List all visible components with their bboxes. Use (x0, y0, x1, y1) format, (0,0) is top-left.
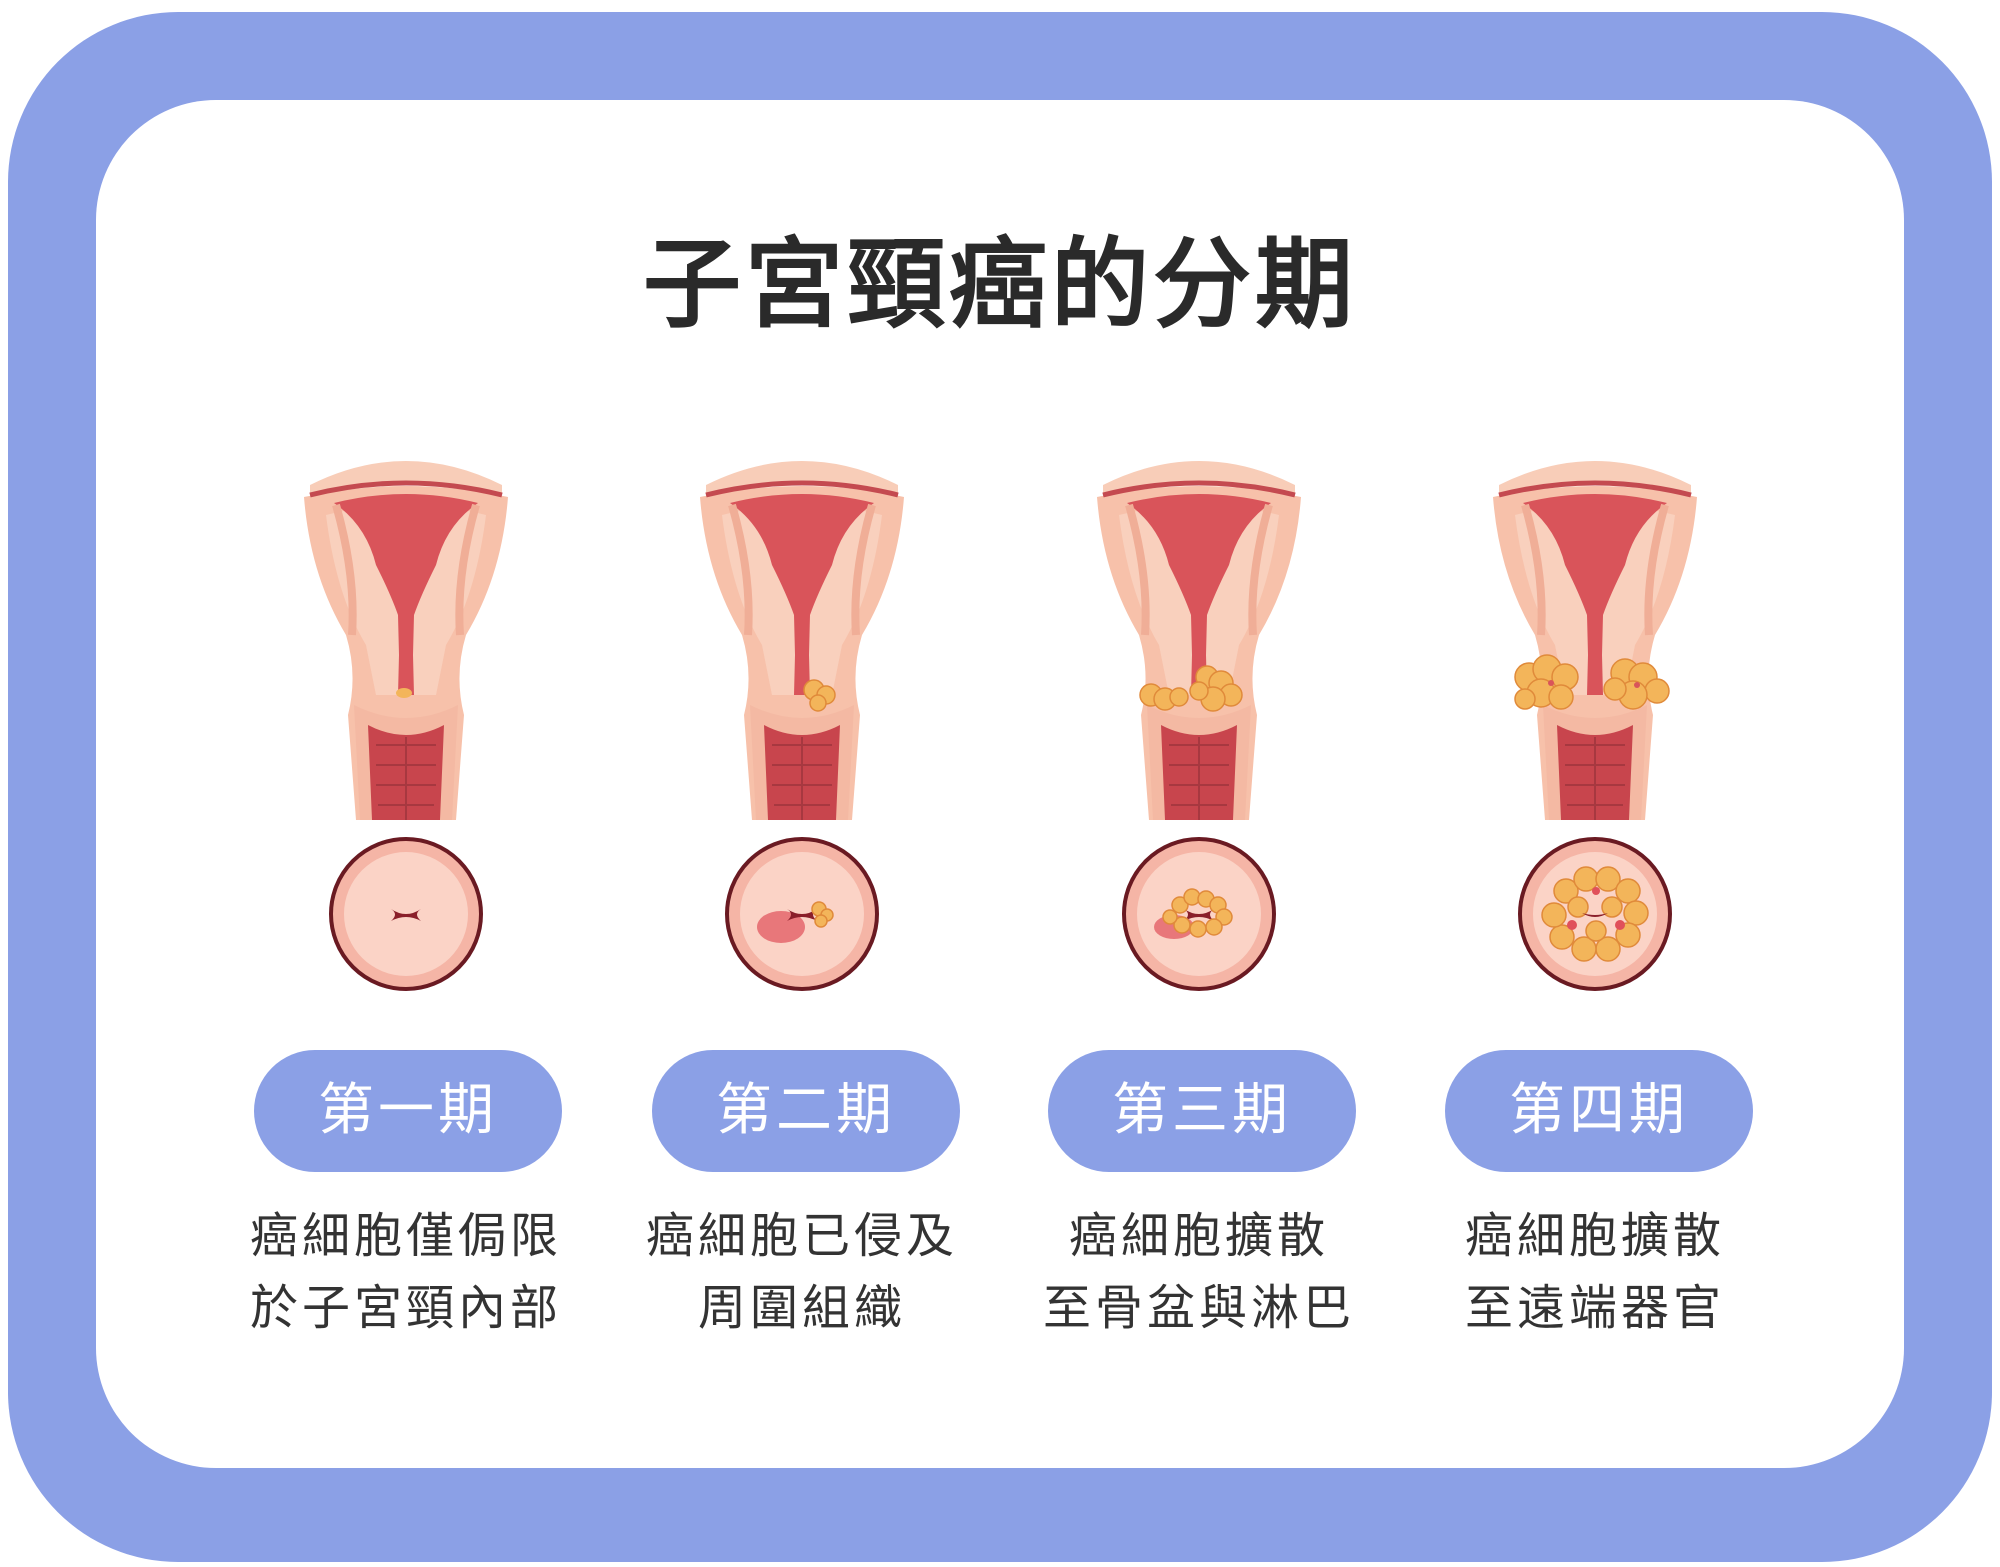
stage-label-pill: 第二期 (652, 1050, 960, 1172)
stage-4-panel: 第四期 癌細胞擴散至遠端器官 (1395, 455, 1795, 1355)
uterus-illustration (1485, 455, 1705, 825)
stage-label-pill: 第三期 (1048, 1050, 1356, 1172)
stage-1-panel: 第一期 癌細胞僅侷限於子宮頸內部 (206, 455, 606, 1355)
uterus-illustration (1089, 455, 1309, 825)
stage-label-pill: 第四期 (1445, 1050, 1753, 1172)
stage-description: 癌細胞擴散至骨盆與淋巴 (1042, 1208, 1355, 1336)
cervix-view-icon (329, 837, 483, 991)
tumor-extensive-icon (1514, 654, 1670, 710)
cervix-view-icon (725, 837, 879, 991)
uterus-illustration (692, 455, 912, 825)
cervix-view-icon (1122, 837, 1276, 991)
stage-3-panel: 第三期 癌細胞擴散至骨盆與淋巴 (999, 455, 1399, 1355)
tumor-medium-icon (803, 679, 836, 712)
tumor-large-icon (1139, 665, 1243, 712)
stage-description: 癌細胞已侵及周圍組織 (645, 1208, 958, 1336)
stage-2-panel: 第二期 癌細胞已侵及周圍組織 (602, 455, 1002, 1355)
uterus-illustration (296, 455, 516, 825)
stage-label-pill: 第一期 (254, 1050, 562, 1172)
tumor-small-icon (396, 688, 412, 698)
stage-description: 癌細胞僅侷限於子宮頸內部 (249, 1208, 562, 1336)
page-title: 子宮頸癌的分期 (642, 228, 1357, 342)
cervix-view-icon (1518, 837, 1672, 991)
stage-description: 癌細胞擴散至遠端器官 (1464, 1208, 1725, 1336)
